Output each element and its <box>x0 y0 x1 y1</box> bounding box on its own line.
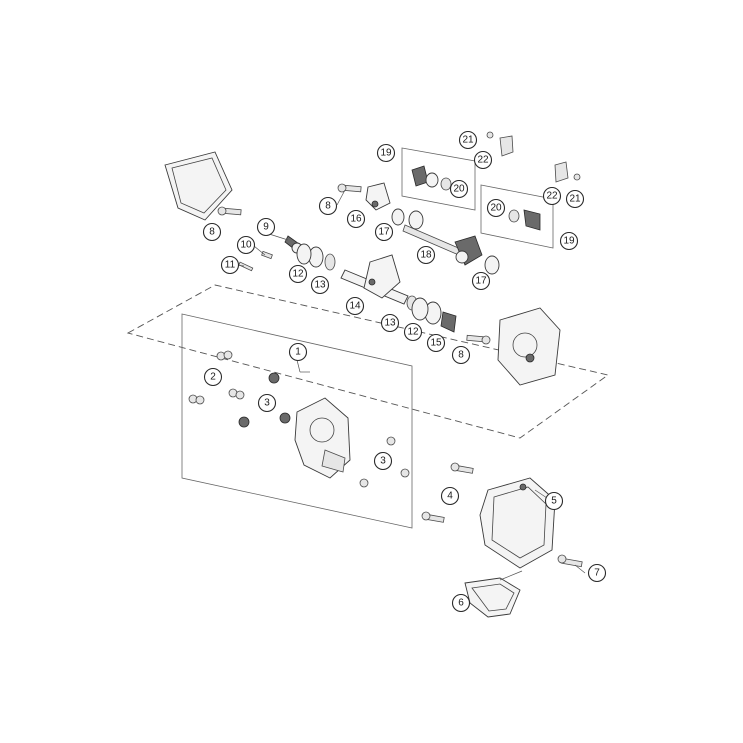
svg-text:3: 3 <box>264 398 270 409</box>
callout-17-lower: 17 <box>471 271 491 291</box>
kit-1-bolts <box>188 350 410 488</box>
callout-22-lower: 22 <box>542 186 562 206</box>
callout-12-left: 12 <box>288 264 308 284</box>
callout-12-right: 12 <box>403 322 423 342</box>
bolt-8-right <box>466 334 491 345</box>
plate-22-lower <box>554 161 581 183</box>
svg-text:22: 22 <box>546 191 558 202</box>
callout-20-upper: 20 <box>449 179 469 199</box>
callout-3-left: 3 <box>257 393 277 413</box>
bolt-8-mid <box>337 183 362 193</box>
svg-text:13: 13 <box>314 280 326 291</box>
svg-text:12: 12 <box>407 327 419 338</box>
gearbox-housing-right <box>497 307 561 386</box>
kit-box-item-1 <box>181 313 413 529</box>
svg-text:16: 16 <box>350 214 362 225</box>
callout-13-left: 13 <box>310 275 330 295</box>
ring-13-left <box>324 253 336 271</box>
callout-1: 1 <box>288 342 308 362</box>
svg-text:6: 6 <box>458 598 464 609</box>
callout-19-lower: 19 <box>559 231 579 251</box>
kit-box-item-19-lower <box>480 184 554 249</box>
svg-text:15: 15 <box>430 338 442 349</box>
callout-18: 18 <box>416 245 436 265</box>
callout-3-right: 3 <box>373 451 393 471</box>
callout-22-upper: 22 <box>473 150 493 170</box>
bushing-17-upper <box>391 208 405 226</box>
svg-text:13: 13 <box>384 318 396 329</box>
pin-part-11 <box>238 261 254 272</box>
shaft-18 <box>402 210 483 266</box>
guard-6 <box>464 577 521 618</box>
svg-text:2: 2 <box>210 372 216 383</box>
callout-7: 7 <box>587 563 607 583</box>
svg-text:1: 1 <box>295 347 301 358</box>
svg-text:12: 12 <box>292 269 304 280</box>
kit-1-main-cover <box>294 397 351 479</box>
gasket-cover-top-left <box>164 151 233 221</box>
bolt-7 <box>557 554 583 568</box>
svg-text:8: 8 <box>458 350 464 361</box>
lever-part-16 <box>365 182 391 211</box>
shift-shaft-14 <box>340 254 409 305</box>
svg-text:14: 14 <box>349 301 361 312</box>
bolt-4-upper <box>450 462 474 474</box>
svg-text:17: 17 <box>475 276 487 287</box>
svg-text:8: 8 <box>209 227 215 238</box>
bolt-4-lower <box>421 511 445 523</box>
spring-kit-19-lower <box>508 209 541 231</box>
callout-16: 16 <box>346 209 366 229</box>
callout-21-lower: 21 <box>565 189 585 209</box>
bushing-17-lower <box>484 255 500 275</box>
svg-text:10: 10 <box>240 240 252 251</box>
callout-13-right: 13 <box>380 313 400 333</box>
svg-text:4: 4 <box>447 491 453 502</box>
callout-19-upper: 19 <box>376 143 396 163</box>
callout-9: 9 <box>256 217 276 237</box>
callout-10: 10 <box>236 235 256 255</box>
callout-11: 11 <box>220 255 240 275</box>
svg-text:21: 21 <box>462 135 474 146</box>
svg-text:8: 8 <box>325 201 331 212</box>
callout-20-lower: 20 <box>486 198 506 218</box>
svg-text:18: 18 <box>420 250 432 261</box>
gear-segment-15 <box>440 311 457 333</box>
callout-6: 6 <box>451 593 471 613</box>
svg-text:7: 7 <box>594 568 600 579</box>
callout-2: 2 <box>203 367 223 387</box>
callout-14: 14 <box>345 296 365 316</box>
callout-5: 5 <box>544 491 564 511</box>
svg-text:19: 19 <box>380 148 392 159</box>
svg-text:11: 11 <box>225 260 236 271</box>
callout-8-mid: 8 <box>318 196 338 216</box>
svg-text:5: 5 <box>551 496 557 507</box>
callout-21-upper: 21 <box>458 130 478 150</box>
svg-text:20: 20 <box>453 184 465 195</box>
outer-cover-5 <box>479 477 556 569</box>
kit-box-item-19-upper <box>401 147 476 211</box>
svg-text:3: 3 <box>380 456 386 467</box>
pin-part-10 <box>261 250 273 260</box>
svg-text:21: 21 <box>569 194 581 205</box>
plate-22-upper <box>486 131 514 157</box>
svg-text:22: 22 <box>477 155 489 166</box>
svg-text:17: 17 <box>378 227 390 238</box>
svg-text:9: 9 <box>263 222 269 233</box>
callout-15: 15 <box>426 333 446 353</box>
assembly-outline-dashed <box>126 284 610 439</box>
bearing-12-left <box>296 243 324 268</box>
callout-17-upper: 17 <box>374 222 394 242</box>
callout-8-left: 8 <box>202 222 222 242</box>
callout-4: 4 <box>440 486 460 506</box>
spring-kit-19-upper <box>411 165 452 191</box>
svg-text:19: 19 <box>563 236 575 247</box>
svg-text:20: 20 <box>490 203 502 214</box>
bolt-8-left <box>217 206 242 216</box>
bearing-12-right <box>411 297 442 325</box>
callout-8-right: 8 <box>451 345 471 365</box>
